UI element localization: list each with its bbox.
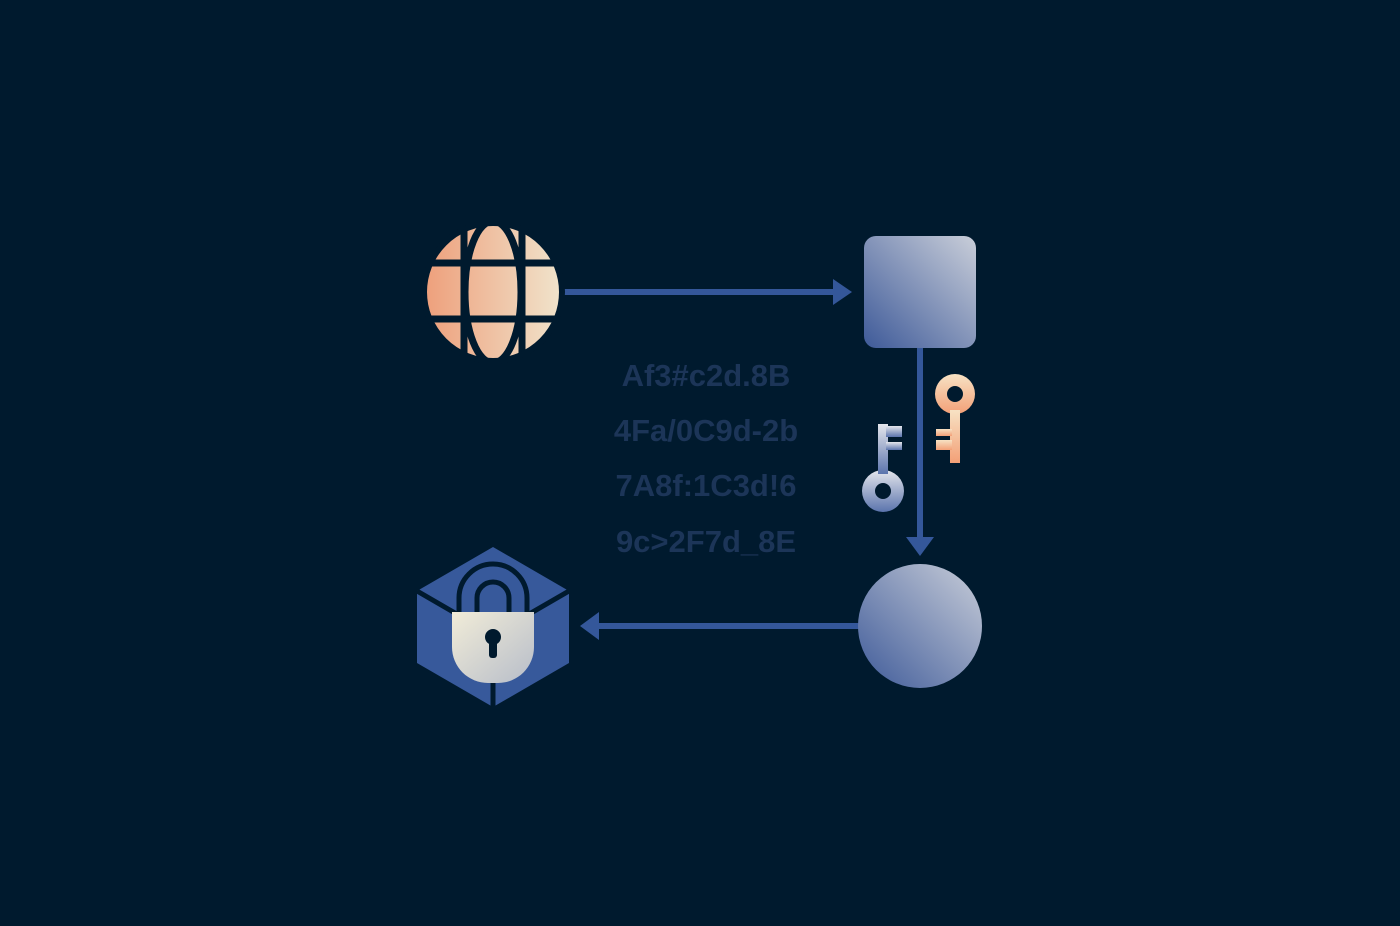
key-icon xyxy=(862,424,904,512)
cipher-line: 9c>2F7d_8E xyxy=(616,524,796,559)
globe-icon xyxy=(421,220,565,364)
processor-node xyxy=(864,236,976,348)
cipher-line: 7A8f:1C3d!6 xyxy=(616,468,797,503)
vault-lock-icon xyxy=(415,547,571,707)
key-icon xyxy=(935,374,975,463)
output-node xyxy=(858,564,982,688)
connector-globe-to-processor xyxy=(562,279,852,305)
cipher-line: Af3#c2d.8B xyxy=(622,358,791,393)
cipher-text-block: Af3#c2d.8B 4Fa/0C9d-2b 7A8f:1C3d!6 9c>2F… xyxy=(614,358,798,559)
connector-processor-to-output xyxy=(906,346,934,556)
connector-output-to-vault xyxy=(580,612,862,640)
cipher-line: 4Fa/0C9d-2b xyxy=(614,413,798,448)
